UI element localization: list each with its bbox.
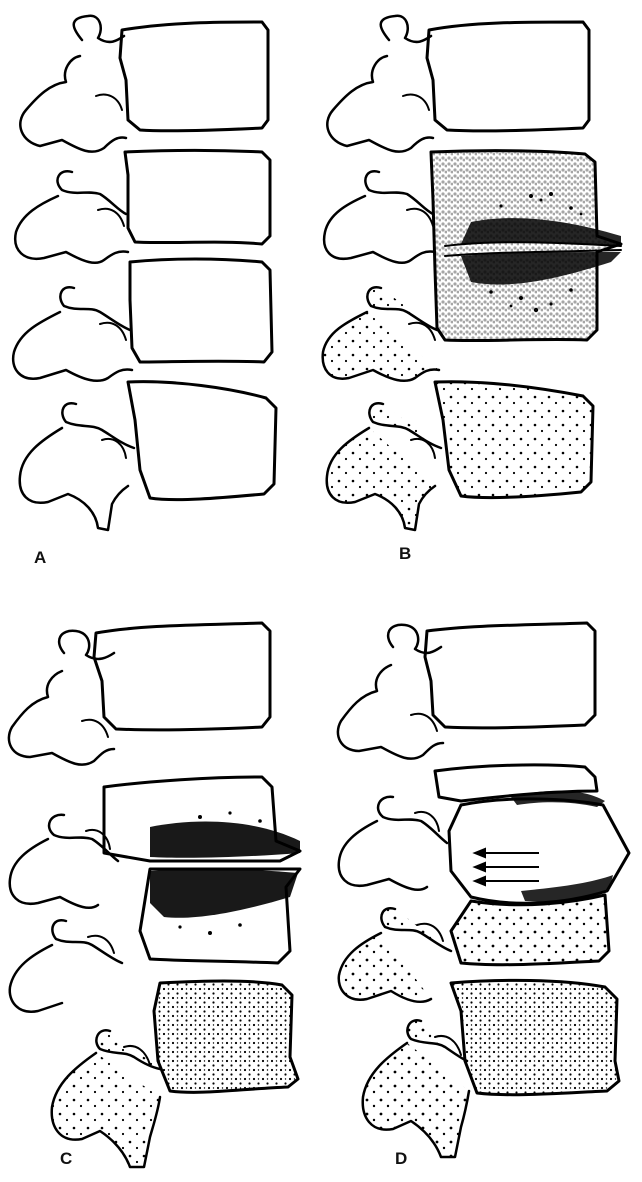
panel-d: D xyxy=(321,591,642,1182)
posterior-element xyxy=(10,920,122,1011)
panel-label: C xyxy=(60,1149,72,1169)
lesion-rim xyxy=(511,791,613,902)
posterior-element xyxy=(324,171,435,263)
vertebral-body xyxy=(451,980,619,1094)
vertebral-body xyxy=(94,623,270,730)
posterior-element xyxy=(20,16,126,152)
posterior-element xyxy=(10,815,118,908)
vertebral-body xyxy=(130,259,272,362)
facet-joint xyxy=(411,714,461,1055)
posterior-element xyxy=(52,1030,160,1167)
posterior-element xyxy=(339,908,451,1002)
vertebral-body xyxy=(128,382,276,500)
panel-b: B xyxy=(321,0,642,591)
vertebral-body xyxy=(154,981,298,1092)
panel-c: C xyxy=(0,591,321,1182)
panel-label: D xyxy=(395,1149,407,1169)
panel-a: A xyxy=(0,0,321,591)
vertebral-body xyxy=(425,623,595,728)
panel-label: B xyxy=(399,544,411,564)
vertebral-body xyxy=(431,151,621,341)
posterior-element xyxy=(339,797,447,890)
posterior-element xyxy=(20,403,134,530)
vertebral-body xyxy=(120,22,268,131)
panel-b-drawing xyxy=(321,0,642,591)
panel-label: A xyxy=(34,548,46,568)
posterior-element xyxy=(327,16,433,152)
posterior-element xyxy=(13,287,132,381)
posterior-element xyxy=(9,631,114,765)
posterior-element xyxy=(15,171,128,263)
panel-d-drawing xyxy=(321,591,642,1182)
vertebral-body xyxy=(427,22,589,131)
arrows xyxy=(475,849,539,885)
posterior-element xyxy=(327,403,441,530)
vertebral-body xyxy=(451,895,609,965)
panel-a-drawing xyxy=(0,0,321,591)
endplate-destruction xyxy=(150,811,300,935)
vertebral-body xyxy=(125,151,270,245)
facet-joint xyxy=(82,720,150,1065)
panel-c-drawing xyxy=(0,591,321,1182)
posterior-element xyxy=(323,287,439,381)
vertebral-body xyxy=(435,382,593,498)
